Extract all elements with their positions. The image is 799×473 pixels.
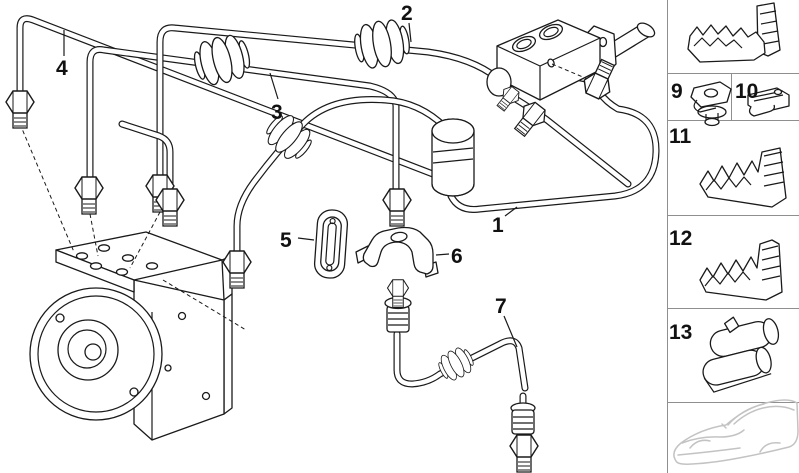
callout-4[interactable]: 4	[56, 57, 68, 80]
callout-10[interactable]: 10	[735, 80, 758, 103]
callouts: 1 2 3 4 5 6 7	[56, 2, 518, 348]
abs-hydraulic-unit	[29, 231, 233, 441]
alignment-dashes	[19, 63, 591, 331]
grommet	[313, 209, 349, 279]
callout-13[interactable]: 13	[669, 321, 692, 344]
firewall-grommet	[431, 118, 475, 197]
pipe-clamp-icon	[690, 81, 732, 127]
abs-pump-motor	[29, 287, 163, 421]
pipe-clip-icon	[687, 2, 781, 63]
callout-12[interactable]: 12	[669, 227, 692, 250]
vehicle-outline	[673, 399, 799, 465]
hose-union-nut	[434, 343, 478, 385]
pipe-holder-icon	[699, 147, 787, 208]
bracket	[355, 226, 439, 278]
sidebar-panel: 9 10 11 12 13	[667, 0, 799, 473]
pipe-clip-icon	[747, 87, 790, 117]
master-cylinder	[486, 19, 656, 101]
callout-6[interactable]: 6	[451, 245, 463, 268]
callout-5[interactable]: 5	[280, 229, 292, 252]
hose-holder-icon	[702, 316, 780, 393]
callout-1[interactable]: 1	[492, 214, 504, 237]
callout-11[interactable]: 11	[669, 125, 692, 148]
brake-hose	[384, 279, 539, 473]
callout-3[interactable]: 3	[271, 101, 283, 124]
callout-7[interactable]: 7	[495, 295, 507, 318]
pipe-holder-icon	[699, 239, 783, 301]
hose-top-fitting	[384, 279, 412, 333]
pipe-assembly	[20, 17, 656, 256]
hose-bottom-fitting	[509, 402, 539, 473]
callout-2[interactable]: 2	[401, 2, 413, 25]
pipe-bushing	[189, 30, 255, 90]
callout-9[interactable]: 9	[671, 80, 683, 103]
